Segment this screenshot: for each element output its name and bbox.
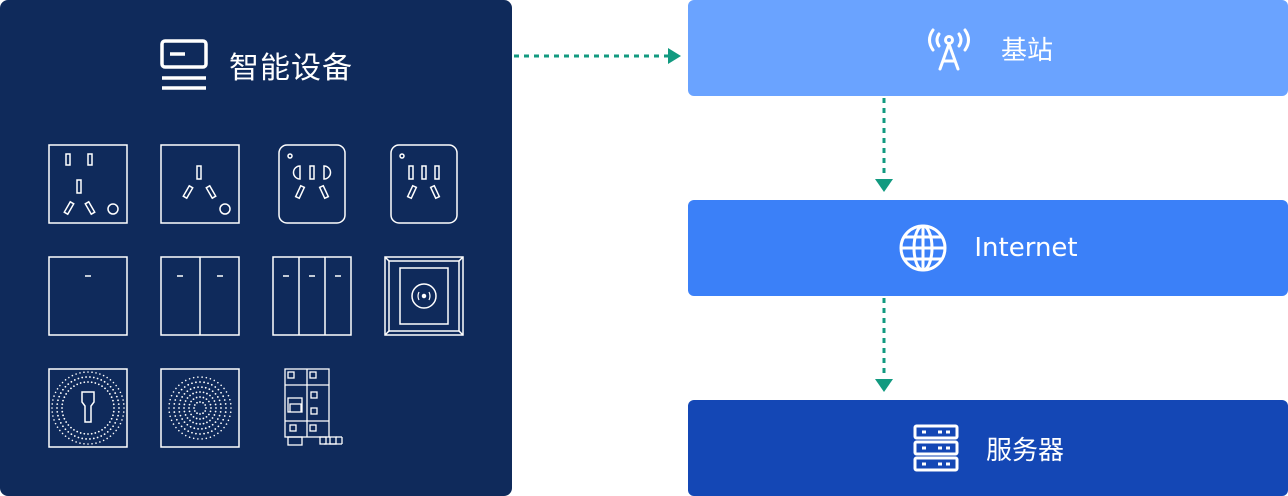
arrow-station-to-internet [875,98,893,192]
arrow-internet-to-server [875,298,893,392]
panel-title: 智能设备 [229,51,353,86]
switch-3gang-icon [272,256,352,336]
server-node: 服务器 [688,400,1288,496]
device-list-icon [160,39,208,90]
globe-icon [899,224,947,272]
switch-2gang-icon [160,256,240,336]
arrow-devices-to-station [514,48,681,64]
socket-5hole-usb-icon [48,144,128,224]
socket-round-3hole-icon [390,144,458,224]
panel-header: 智能设备 [0,36,512,94]
base-station-label: 基站 [1000,35,1053,66]
antenna-tower-icon [927,28,970,71]
internet-label: Internet [974,233,1078,263]
speaker-panel-key-icon [48,368,128,448]
switch-1gang-icon [48,256,128,336]
circuit-breaker-icon [284,368,344,448]
base-station-node: 基站 [688,0,1288,96]
server-label: 服务器 [985,435,1064,466]
socket-round-icon [278,144,346,224]
internet-node: Internet [688,200,1288,296]
speaker-panel-icon [160,368,240,448]
smart-devices-panel: 智能设备 [0,0,512,496]
socket-3hole-usb-icon [160,144,240,224]
card-switch-icon [384,256,464,336]
server-rack-icon [913,424,959,472]
